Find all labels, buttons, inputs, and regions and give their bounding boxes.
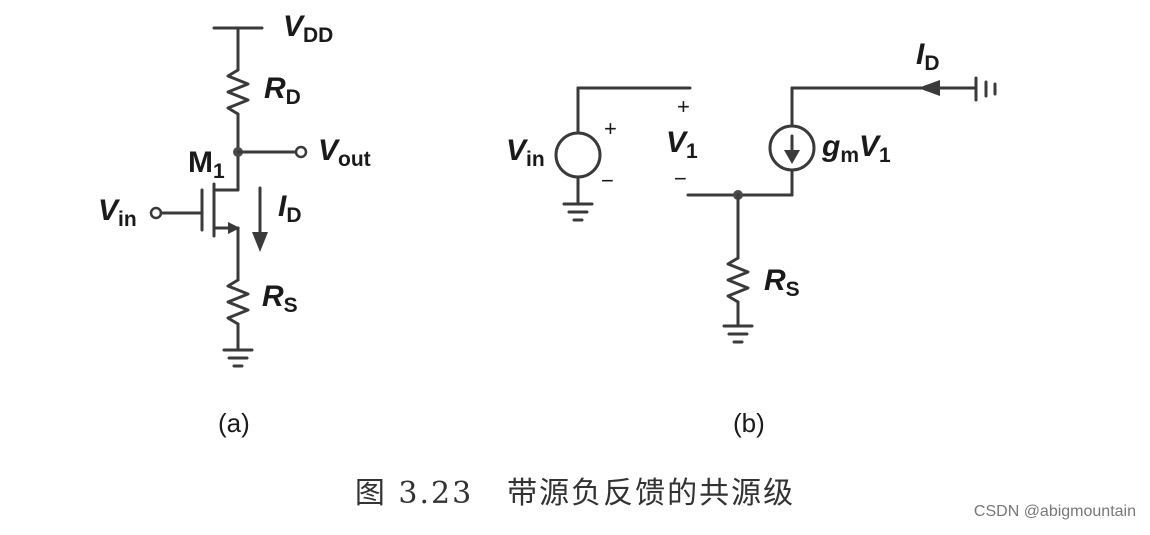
resistor-rs	[226, 278, 250, 326]
transistor-m1	[200, 170, 240, 282]
vdd-label: VDD	[283, 10, 333, 47]
id-arrow-icon	[918, 80, 940, 96]
vin-source-icon	[554, 131, 602, 179]
rd-label: RD	[264, 72, 301, 109]
id-label-b: ID	[916, 38, 940, 75]
circuit-a: VDD RD M1 Vout Vin ID RS (a)	[98, 10, 371, 438]
circuit-b: Vin + − + V1 − gmV1 ID RS (b)	[506, 38, 997, 438]
vout-terminal	[294, 145, 308, 159]
figure-title: 带源负反馈的共源级	[507, 476, 796, 511]
caption-b: (b)	[733, 408, 765, 438]
figure-caption: 图 3.23 带源负反馈的共源级	[0, 468, 1150, 512]
vout-label: Vout	[318, 134, 371, 171]
v1-plus: +	[677, 94, 690, 119]
vin-plus: +	[604, 116, 617, 141]
current-arrow-id	[252, 186, 268, 252]
rs-label-b: RS	[764, 264, 800, 301]
vin-minus: −	[601, 168, 614, 193]
probe-icon	[974, 76, 997, 102]
figure-number: 图 3.23	[354, 476, 474, 511]
v1-label: V1	[666, 126, 698, 163]
ground-icon	[562, 202, 594, 222]
m1-label: M1	[188, 146, 225, 183]
ground-icon	[222, 348, 254, 368]
v1-minus: −	[674, 166, 687, 191]
resistor-rd	[226, 68, 250, 116]
rs-label: RS	[262, 280, 298, 317]
ground-icon	[722, 324, 754, 344]
gmv1-label: gmV1	[821, 130, 891, 167]
watermark: CSDN @abigmountain	[973, 503, 1136, 520]
current-source-arrowhead	[784, 150, 800, 164]
vin-label-b: Vin	[506, 134, 545, 171]
vin-label: Vin	[98, 194, 137, 231]
resistor-rs-b	[726, 256, 750, 304]
id-label: ID	[278, 190, 302, 227]
caption-a: (a)	[218, 408, 250, 438]
